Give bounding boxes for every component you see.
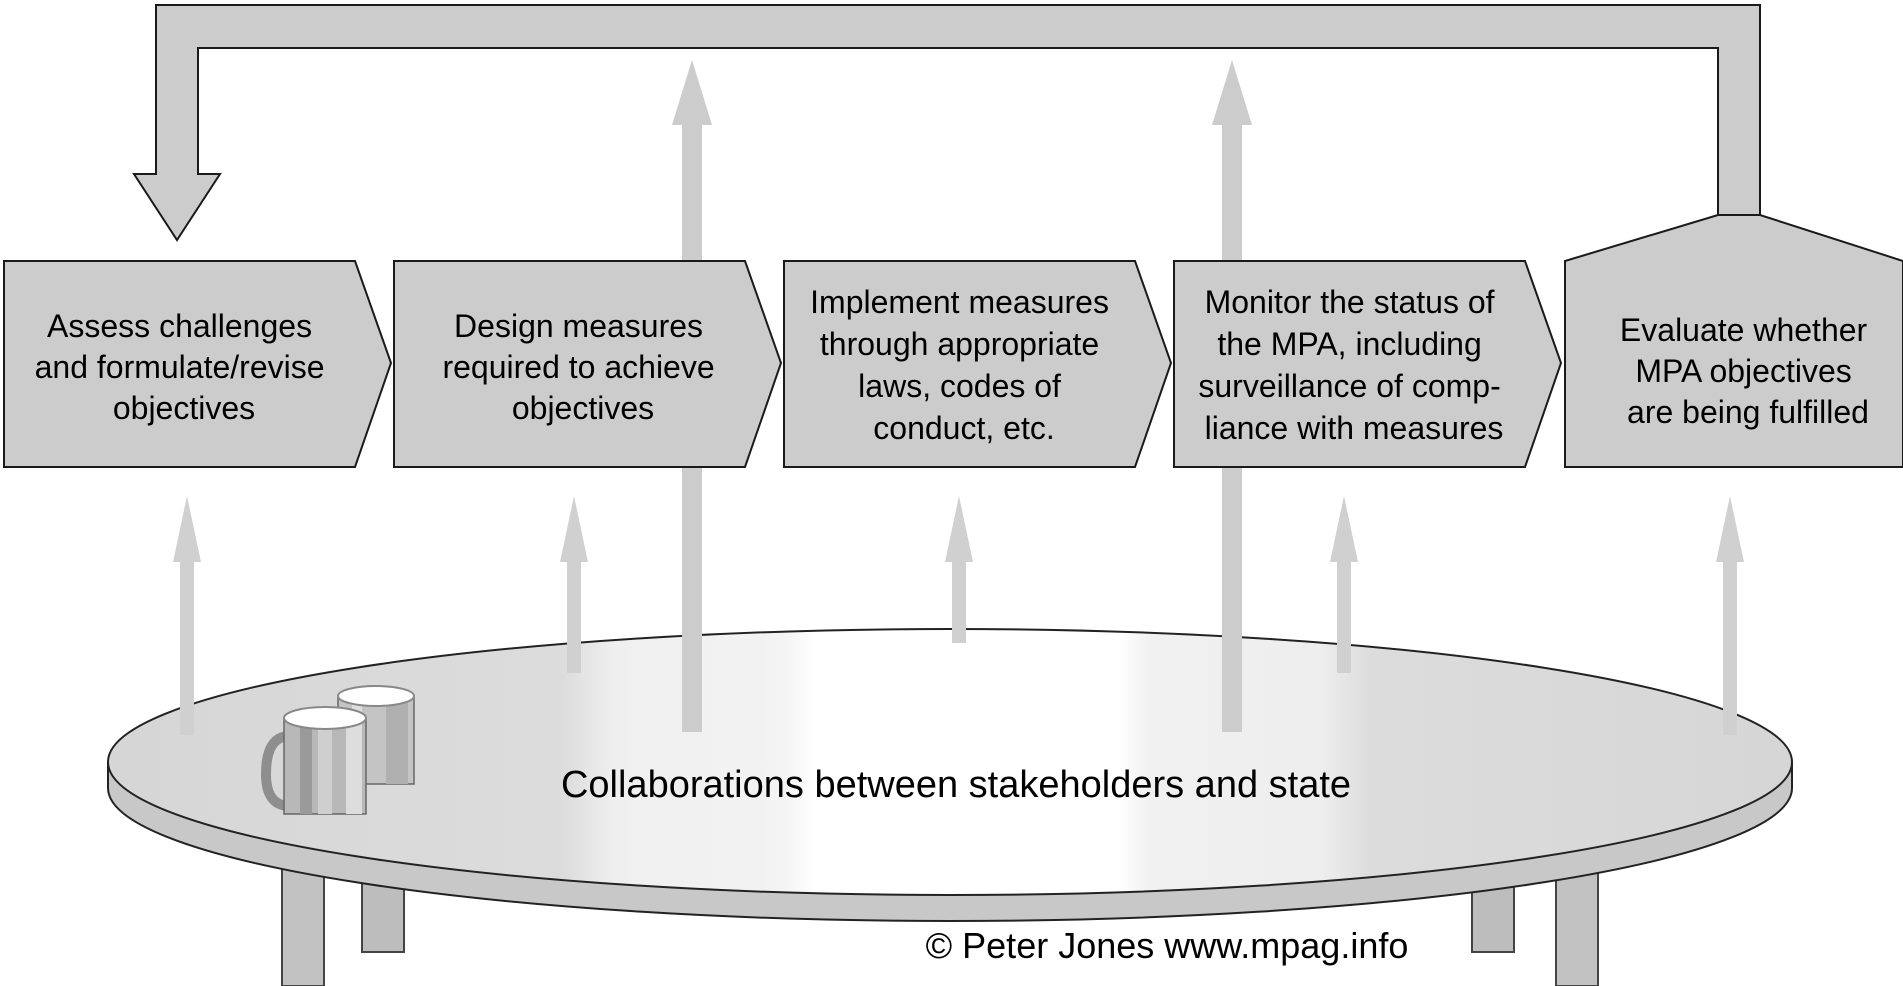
step-text: Monitor the status of the MPA, including… — [1198, 284, 1509, 446]
step-text: Implement measures through appropriate l… — [810, 284, 1118, 446]
step-box-implement: Implement measures through appropriate l… — [783, 260, 1173, 468]
input-arrow — [945, 496, 973, 643]
mug-icon — [260, 706, 367, 815]
copyright-credit: © Peter Jones www.mpag.info — [926, 925, 1409, 966]
step-text: Assess challenges and formulate/revise o… — [35, 308, 334, 426]
step-box-evaluate: Evaluate whether MPA objectives are bein… — [1564, 214, 1903, 468]
input-arrow — [1716, 496, 1744, 735]
table-legs — [281, 859, 1599, 986]
table-leg — [361, 879, 405, 953]
input-arrow — [560, 496, 588, 673]
input-arrow — [173, 496, 201, 735]
step-box-design: Design measures required to achieve obje… — [393, 260, 783, 468]
step-box-assess: Assess challenges and formulate/revise o… — [3, 260, 393, 468]
input-arrow — [1330, 496, 1358, 673]
step-text: Design measures required to achieve obje… — [442, 308, 723, 426]
step-box-monitor: Monitor the status of the MPA, including… — [1173, 260, 1563, 468]
table-leg — [281, 859, 325, 986]
feedback-loop-arrow — [132, 4, 1761, 242]
table-label: Collaborations between stakeholders and … — [561, 764, 1351, 806]
step-text: Evaluate whether MPA objectives are bein… — [1620, 312, 1876, 430]
tabletop — [107, 628, 1793, 922]
